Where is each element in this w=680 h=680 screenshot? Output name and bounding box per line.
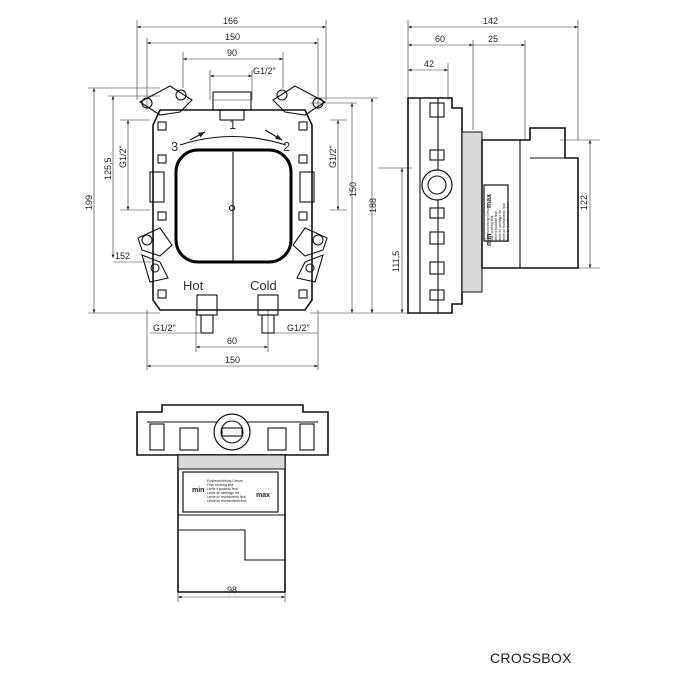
dim-150-right: 150 (348, 182, 358, 197)
product-caption: CROSSBOX (490, 650, 572, 666)
front-view: 1 2 3 Hot Cold 166 150 90 G1/2" 199 125,… (84, 16, 378, 370)
side-marking-line-5: Limite do revestimento final (502, 203, 506, 242)
dim-150-top: 150 (225, 32, 240, 42)
dim-111-5: 111,5 (391, 251, 401, 272)
dim-188: 188 (368, 198, 378, 213)
bottom-marking-line-3: Limite d'acabado final (207, 487, 238, 491)
front-housing (137, 85, 328, 334)
side-marking: Endbeschichtung Grenze Final covering li… (486, 202, 510, 242)
cold-inlet-label: Cold (250, 278, 277, 293)
dim-98: 98 (227, 585, 237, 595)
side-marking-line-2: Final covering limit (490, 215, 494, 242)
bottom-marking-line-1: Endbeschichtung Grenze (207, 479, 243, 483)
side-marking-max: max (486, 194, 493, 208)
front-extension-lines (88, 20, 378, 370)
side-marking-min: min (486, 234, 493, 246)
bottom-marking-max: max (256, 492, 270, 499)
dim-top-thread: G1/2" (253, 66, 276, 76)
side-housing (407, 97, 579, 314)
dim-left-thread: G1/2" (118, 145, 128, 168)
side-dimension-lines (400, 25, 592, 313)
dim-42: 42 (424, 59, 434, 69)
dim-bottom-thread-right: G1/2" (287, 323, 310, 333)
bottom-view: min max Endbeschichtung Grenze Final cov… (136, 404, 329, 602)
dim-25: 25 (488, 34, 498, 44)
dim-142: 142 (483, 16, 498, 26)
side-view: Endbeschichtung Grenze Final covering li… (378, 16, 600, 314)
dim-166: 166 (223, 16, 238, 26)
side-marking-line-1: Endbeschichtung Grenze (486, 206, 490, 242)
dim-125-5: 125,5 (103, 157, 113, 180)
dim-bottom-thread-left: G1/2" (153, 323, 176, 333)
port-label-3: 3 (171, 139, 178, 154)
bottom-housing (136, 404, 329, 593)
bottom-marking-line-4: Limite de carrelage fini (207, 491, 239, 495)
bottom-marking-line-5: Limite do revestimento final (207, 495, 246, 499)
dim-199: 199 (84, 195, 94, 210)
dim-60-side: 60 (435, 34, 445, 44)
side-marking-line-6: Limite de revestimiento final (506, 202, 510, 242)
bottom-marking-line-2: Final covering limit (207, 483, 234, 487)
bottom-marking-line-6: Limite de revestimiento final (207, 499, 247, 503)
dim-60-bottom: 60 (227, 336, 237, 346)
port-label-1: 1 (229, 117, 236, 132)
dim-right-thread: G1/2" (328, 145, 338, 168)
side-extension-lines (378, 20, 600, 314)
bottom-marking-min: min (192, 487, 204, 494)
dim-150-bottom: 150 (225, 355, 240, 365)
dim-152: 152 (115, 251, 130, 261)
front-dimension-lines (92, 25, 374, 368)
bottom-dimension-lines (177, 592, 286, 602)
side-marking-line-4: Limite de carrelage fini (498, 210, 502, 242)
dim-122: 122 (579, 195, 589, 210)
hot-inlet-label: Hot (183, 278, 204, 293)
dim-90: 90 (227, 48, 237, 58)
side-marking-line-3: Limite d'acabado final (494, 211, 498, 242)
port-label-2: 2 (283, 139, 290, 154)
